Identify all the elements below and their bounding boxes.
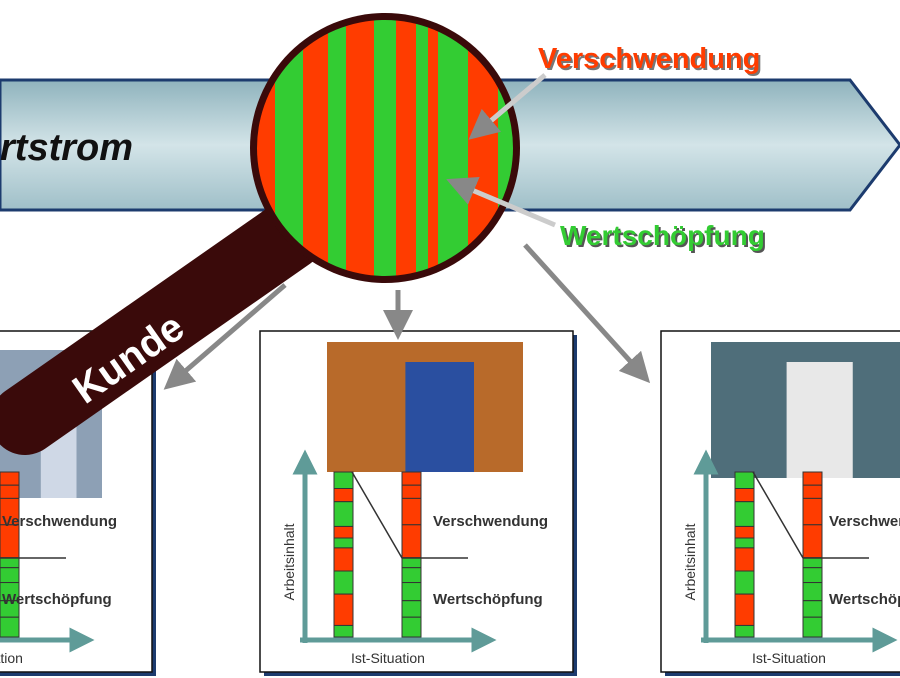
waste-segment	[734, 525, 755, 539]
value-segment	[401, 616, 422, 638]
lens-stripe	[416, 20, 428, 276]
value-segment	[734, 501, 755, 527]
value-segment	[333, 570, 354, 595]
waste-label: Verschwendung	[829, 513, 900, 530]
comparison-line	[0, 556, 66, 559]
y-axis-label: Arbeitsinhalt	[281, 523, 297, 600]
value-segment	[0, 616, 20, 638]
value-callout: Wertschöpfung	[560, 220, 765, 251]
value-segment	[802, 616, 823, 638]
waste-segment	[0, 471, 20, 486]
x-axis-label: Ist-Situation	[752, 650, 826, 666]
value-pointer	[446, 176, 556, 228]
x-axis-label: Ist-Situation	[0, 650, 23, 666]
lens-stripe	[396, 20, 416, 276]
waste-segment	[802, 524, 823, 559]
waste-label: Verschwendung	[433, 513, 548, 530]
arrow-to-right-panel	[523, 243, 651, 384]
value-segment	[802, 582, 823, 602]
waste-segment	[734, 593, 755, 626]
waste-segment	[734, 488, 755, 503]
waste-segment	[802, 497, 823, 526]
value-segment	[0, 567, 20, 584]
waste-segment	[734, 547, 755, 572]
value-segment	[333, 501, 354, 527]
waste-segment	[802, 484, 823, 499]
value-segment	[401, 600, 422, 618]
waste-segment	[401, 524, 422, 559]
value-segment	[802, 600, 823, 618]
value-segment	[802, 567, 823, 584]
value-segment	[333, 624, 354, 638]
value-label: Wertschöpfung	[829, 591, 900, 608]
arrow-to-left-panel	[163, 283, 287, 390]
value-segment	[333, 471, 354, 489]
waste-segment	[401, 497, 422, 526]
waste-callout: Verschwendung	[538, 43, 760, 75]
lens-stripe	[428, 20, 438, 276]
y-axis-label: Arbeitsinhalt	[682, 523, 698, 600]
waste-segment	[802, 471, 823, 486]
value-segment	[401, 557, 422, 569]
waste-segment	[333, 593, 354, 626]
photo-detail	[786, 362, 853, 478]
waste-segment	[0, 484, 20, 499]
waste-pointer	[468, 73, 547, 140]
lens-stripe	[328, 20, 346, 276]
lens-stripe	[438, 20, 468, 276]
value-segment	[333, 537, 354, 549]
waste-segment	[333, 525, 354, 539]
lens-stripe	[303, 20, 328, 276]
value-segment	[734, 471, 755, 489]
lens-stripe	[374, 20, 396, 276]
x-axis-label: Ist-Situation	[351, 650, 425, 666]
waste-segment	[333, 547, 354, 572]
value-segment	[401, 582, 422, 602]
value-segment	[734, 570, 755, 595]
value-segment	[0, 557, 20, 569]
lens-stripe	[346, 20, 374, 276]
value-segment	[734, 624, 755, 638]
banner-title: rtstrom	[0, 127, 133, 169]
photo-detail	[405, 362, 474, 472]
waste-segment	[401, 484, 422, 499]
value-callout-shadow: Wertschöpfung	[562, 222, 767, 253]
comparison-line	[351, 471, 468, 559]
waste-callout-shadow: Verschwendung	[540, 45, 762, 77]
value-segment	[734, 537, 755, 549]
waste-label: Verschwendung	[2, 513, 117, 530]
magnifier-handle: Kunde	[0, 200, 325, 455]
comparison-line	[752, 471, 869, 559]
value-segment	[802, 557, 823, 569]
value-label: Wertschöpfung	[2, 591, 112, 608]
waste-segment	[401, 471, 422, 486]
value-label: Wertschöpfung	[433, 591, 543, 608]
value-segment	[401, 567, 422, 584]
waste-segment	[333, 488, 354, 503]
